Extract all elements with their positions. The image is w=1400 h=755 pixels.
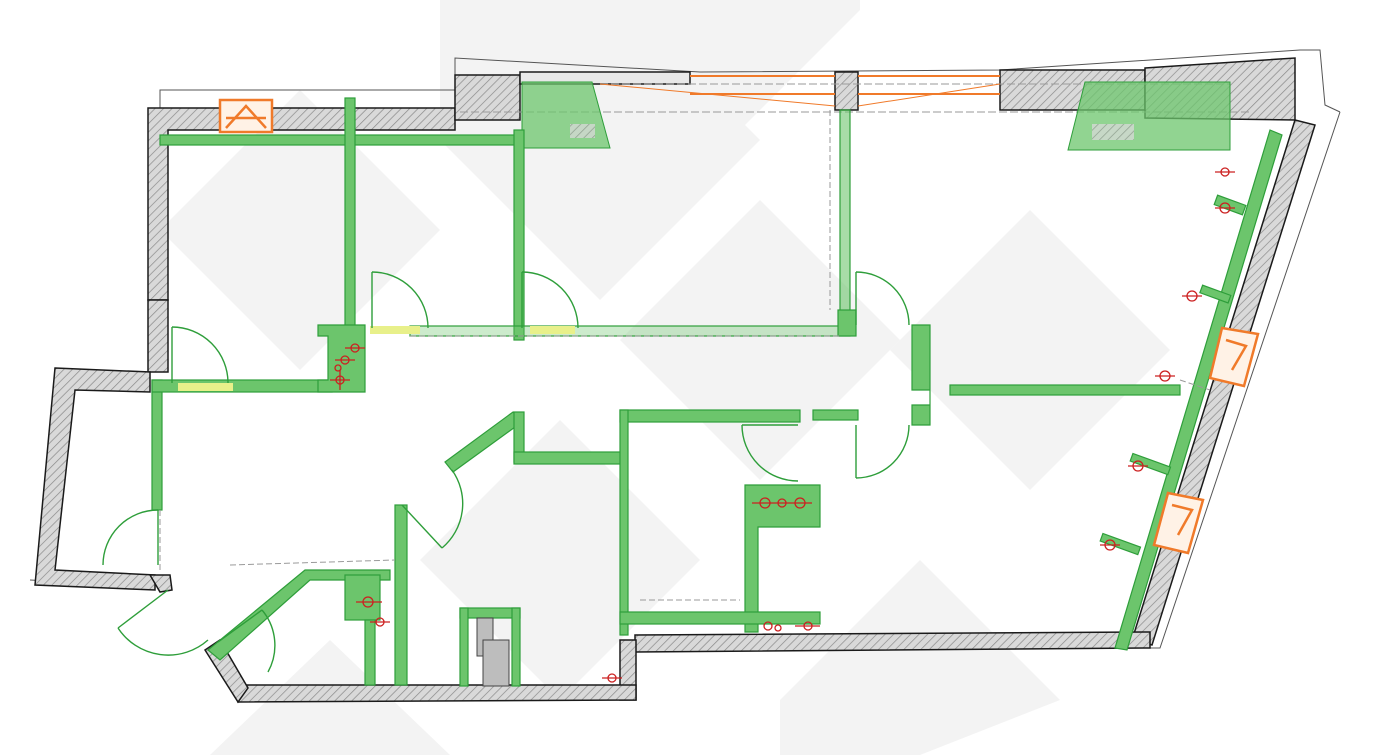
fixture-cluster-2 bbox=[752, 497, 812, 509]
fixture-cluster-1 bbox=[330, 343, 365, 390]
door-3 bbox=[521, 271, 579, 329]
wall-bottom-right bbox=[634, 631, 1151, 653]
door-1 bbox=[171, 326, 229, 384]
door-8 bbox=[102, 509, 159, 566]
window-top-left bbox=[218, 98, 274, 134]
plumbing-fixtures bbox=[330, 167, 1235, 683]
fixture-bottom bbox=[602, 673, 622, 683]
door-10 bbox=[217, 609, 276, 673]
door-5 bbox=[855, 424, 910, 479]
partition-top-strip bbox=[159, 134, 521, 146]
door-6 bbox=[741, 424, 799, 482]
door-4 bbox=[855, 271, 910, 326]
right-windows bbox=[1152, 326, 1260, 555]
window-right-2 bbox=[1152, 491, 1205, 555]
door-2 bbox=[371, 271, 429, 329]
door-9 bbox=[117, 589, 209, 656]
fixture-cluster-3 bbox=[356, 596, 390, 627]
dashed-guides bbox=[159, 110, 1211, 601]
fixture-right-2 bbox=[1215, 167, 1235, 177]
fixture-right-5 bbox=[1128, 460, 1148, 472]
door-swings bbox=[102, 271, 910, 673]
fixture-right-3 bbox=[1182, 290, 1202, 302]
partition-v1 bbox=[344, 97, 356, 329]
top-windows bbox=[599, 75, 1001, 107]
fixture-cluster-4 bbox=[763, 621, 820, 632]
wall-left-bay bbox=[34, 367, 156, 591]
fixture-right-6 bbox=[1100, 539, 1120, 551]
wc-fixture bbox=[476, 617, 510, 687]
partition-v2 bbox=[513, 129, 525, 341]
door-7 bbox=[401, 469, 464, 549]
top-green-zones bbox=[521, 81, 1231, 151]
window-right-1 bbox=[1208, 326, 1260, 388]
highlight-partitions bbox=[178, 326, 575, 391]
fixture-right-4 bbox=[1155, 370, 1175, 382]
fixture-right-1 bbox=[1215, 202, 1235, 214]
wall-bottom-left bbox=[237, 684, 637, 703]
partition-walls bbox=[151, 97, 1283, 687]
